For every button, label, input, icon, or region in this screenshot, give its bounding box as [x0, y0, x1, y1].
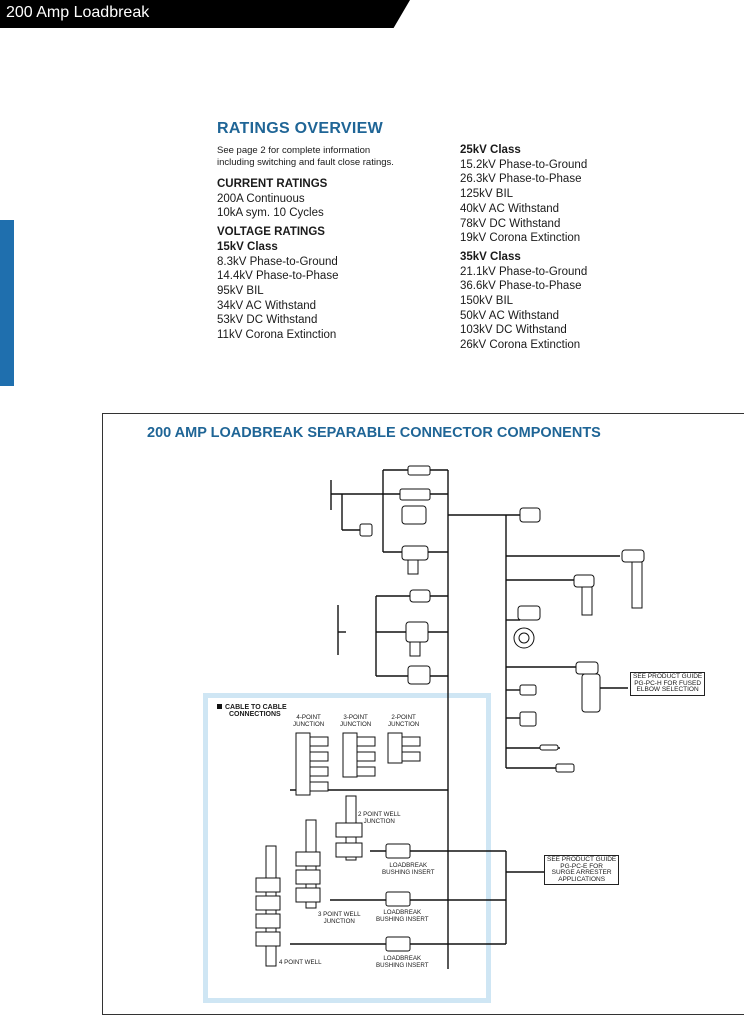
label-loadbreak-bushing-insert-b: LOADBREAK BUSHING INSERT [376, 909, 429, 924]
rating-item: 50kV AC Withstand [460, 309, 560, 322]
label-line: 4-POINT [296, 714, 321, 721]
rating-item: 26kV Corona Extinction [460, 339, 581, 352]
class-35-heading: 35kV Class [460, 250, 521, 263]
label-line: 3-POINT [343, 714, 368, 721]
rating-item: 78kV DC Withstand [460, 217, 561, 230]
inset-title: CABLE TO CABLE CONNECTIONS [217, 704, 287, 718]
label-line: 4 POINT WELL [279, 959, 322, 966]
page-title: 200 Amp Loadbreak [6, 4, 150, 21]
side-tab [0, 220, 14, 386]
label-line: BUSHING INSERT [376, 961, 429, 969]
voltage-ratings-heading: VOLTAGE RATINGS [217, 226, 325, 239]
label-2-point-well-junction: 2 POINT WELL JUNCTION [358, 811, 401, 826]
guide-line: PG-PC-H FOR FUSED [634, 679, 702, 687]
guide-line: APPLICATIONS [558, 875, 606, 883]
current-rating-item: 200A Continuous [217, 192, 305, 205]
rating-item: 95kV BIL [217, 284, 264, 297]
label-line: JUNCTION [340, 720, 372, 728]
guide-surge-arrester: SEE PRODUCT GUIDE PG-PC-E FOR SURGE ARRE… [544, 855, 620, 886]
ratings-note-line2: including switching and fault close rati… [217, 157, 394, 168]
rating-item: 21.1kV Phase-to-Ground [460, 265, 588, 278]
guide-line: SURGE ARRESTER [551, 869, 612, 877]
class-25-heading: 25kV Class [460, 144, 521, 156]
ratings-left-column: CURRENT RATINGS 200A Continuous 10kA sym… [217, 177, 338, 343]
label-line: BUSHING INSERT [382, 868, 435, 876]
label-line: JUNCTION [388, 720, 420, 728]
rating-item: 26.3kV Phase-to-Phase [460, 173, 582, 186]
ratings-title: RATINGS OVERVIEW [217, 120, 384, 137]
label-3-point-well-junction: 3 POINT WELL JUNCTION [318, 911, 361, 926]
ratings-right-column: 25kV Class 15.2kV Phase-to-Ground 26.3kV… [460, 143, 587, 353]
rating-item: 11kV Corona Extinction [217, 329, 337, 342]
class-15-heading: 15kV Class [217, 240, 278, 253]
label-line: BUSHING INSERT [376, 915, 429, 923]
rating-item: 150kV BIL [460, 295, 514, 308]
current-ratings-heading: CURRENT RATINGS [217, 178, 328, 190]
inset-title-line1: CABLE TO CABLE [225, 704, 287, 711]
label-3-point-junction: 3-POINT JUNCTION [340, 714, 372, 729]
rating-item: 125kV BIL [460, 188, 514, 201]
ratings-note: See page 2 for complete information incl… [217, 145, 394, 169]
label-line: JUNCTION [293, 720, 325, 728]
component-diagram [255, 465, 645, 969]
guide-line: SEE PRODUCT GUIDE [633, 673, 703, 680]
label-line: LOADBREAK [389, 862, 428, 869]
diagram-title: 200 AMP LOADBREAK SEPARABLE CONNECTOR CO… [147, 425, 601, 441]
label-loadbreak-bushing-insert-c: LOADBREAK BUSHING INSERT [376, 955, 429, 970]
rating-item: 8.3kV Phase-to-Ground [217, 255, 338, 268]
rating-item: 40kV AC Withstand [460, 202, 560, 215]
label-2-point-junction: 2-POINT JUNCTION [388, 714, 420, 729]
square-bullet-icon [217, 704, 222, 709]
ratings-note-line1: See page 2 for complete information [217, 145, 371, 156]
label-4-point-junction: 4-POINT JUNCTION [293, 714, 325, 729]
rating-item: 34kV AC Withstand [217, 299, 317, 312]
label-line: LOADBREAK [383, 955, 422, 962]
label-line: JUNCTION [363, 817, 395, 825]
label-line: 3 POINT WELL [318, 911, 361, 918]
rating-item: 14.4kV Phase-to-Phase [217, 270, 339, 283]
guide-fused-elbow: SEE PRODUCT GUIDE PG-PC-H FOR FUSED ELBO… [630, 672, 706, 696]
header-bar [0, 0, 410, 28]
rating-item: 15.2kV Phase-to-Ground [460, 158, 588, 171]
rating-item: 19kV Corona Extinction [460, 232, 581, 245]
label-line: 2 POINT WELL [358, 811, 401, 818]
guide-line: SEE PRODUCT GUIDE [547, 856, 617, 863]
rating-item: 36.6kV Phase-to-Phase [460, 280, 582, 293]
label-line: JUNCTION [323, 917, 355, 925]
label-line: 2-POINT [391, 714, 416, 721]
rating-item: 103kV DC Withstand [460, 324, 567, 337]
label-loadbreak-bushing-insert-a: LOADBREAK BUSHING INSERT [382, 862, 435, 877]
guide-line: ELBOW SELECTION [636, 686, 699, 694]
inset-title-line2: CONNECTIONS [229, 711, 281, 718]
label-4-point-well-junction: 4 POINT WELL [279, 959, 322, 967]
rating-item: 53kV DC Withstand [217, 314, 318, 327]
label-line: LOADBREAK [383, 909, 422, 916]
current-rating-item: 10kA sym. 10 Cycles [217, 207, 324, 220]
guide-line: PG-PC-E FOR [560, 862, 603, 870]
